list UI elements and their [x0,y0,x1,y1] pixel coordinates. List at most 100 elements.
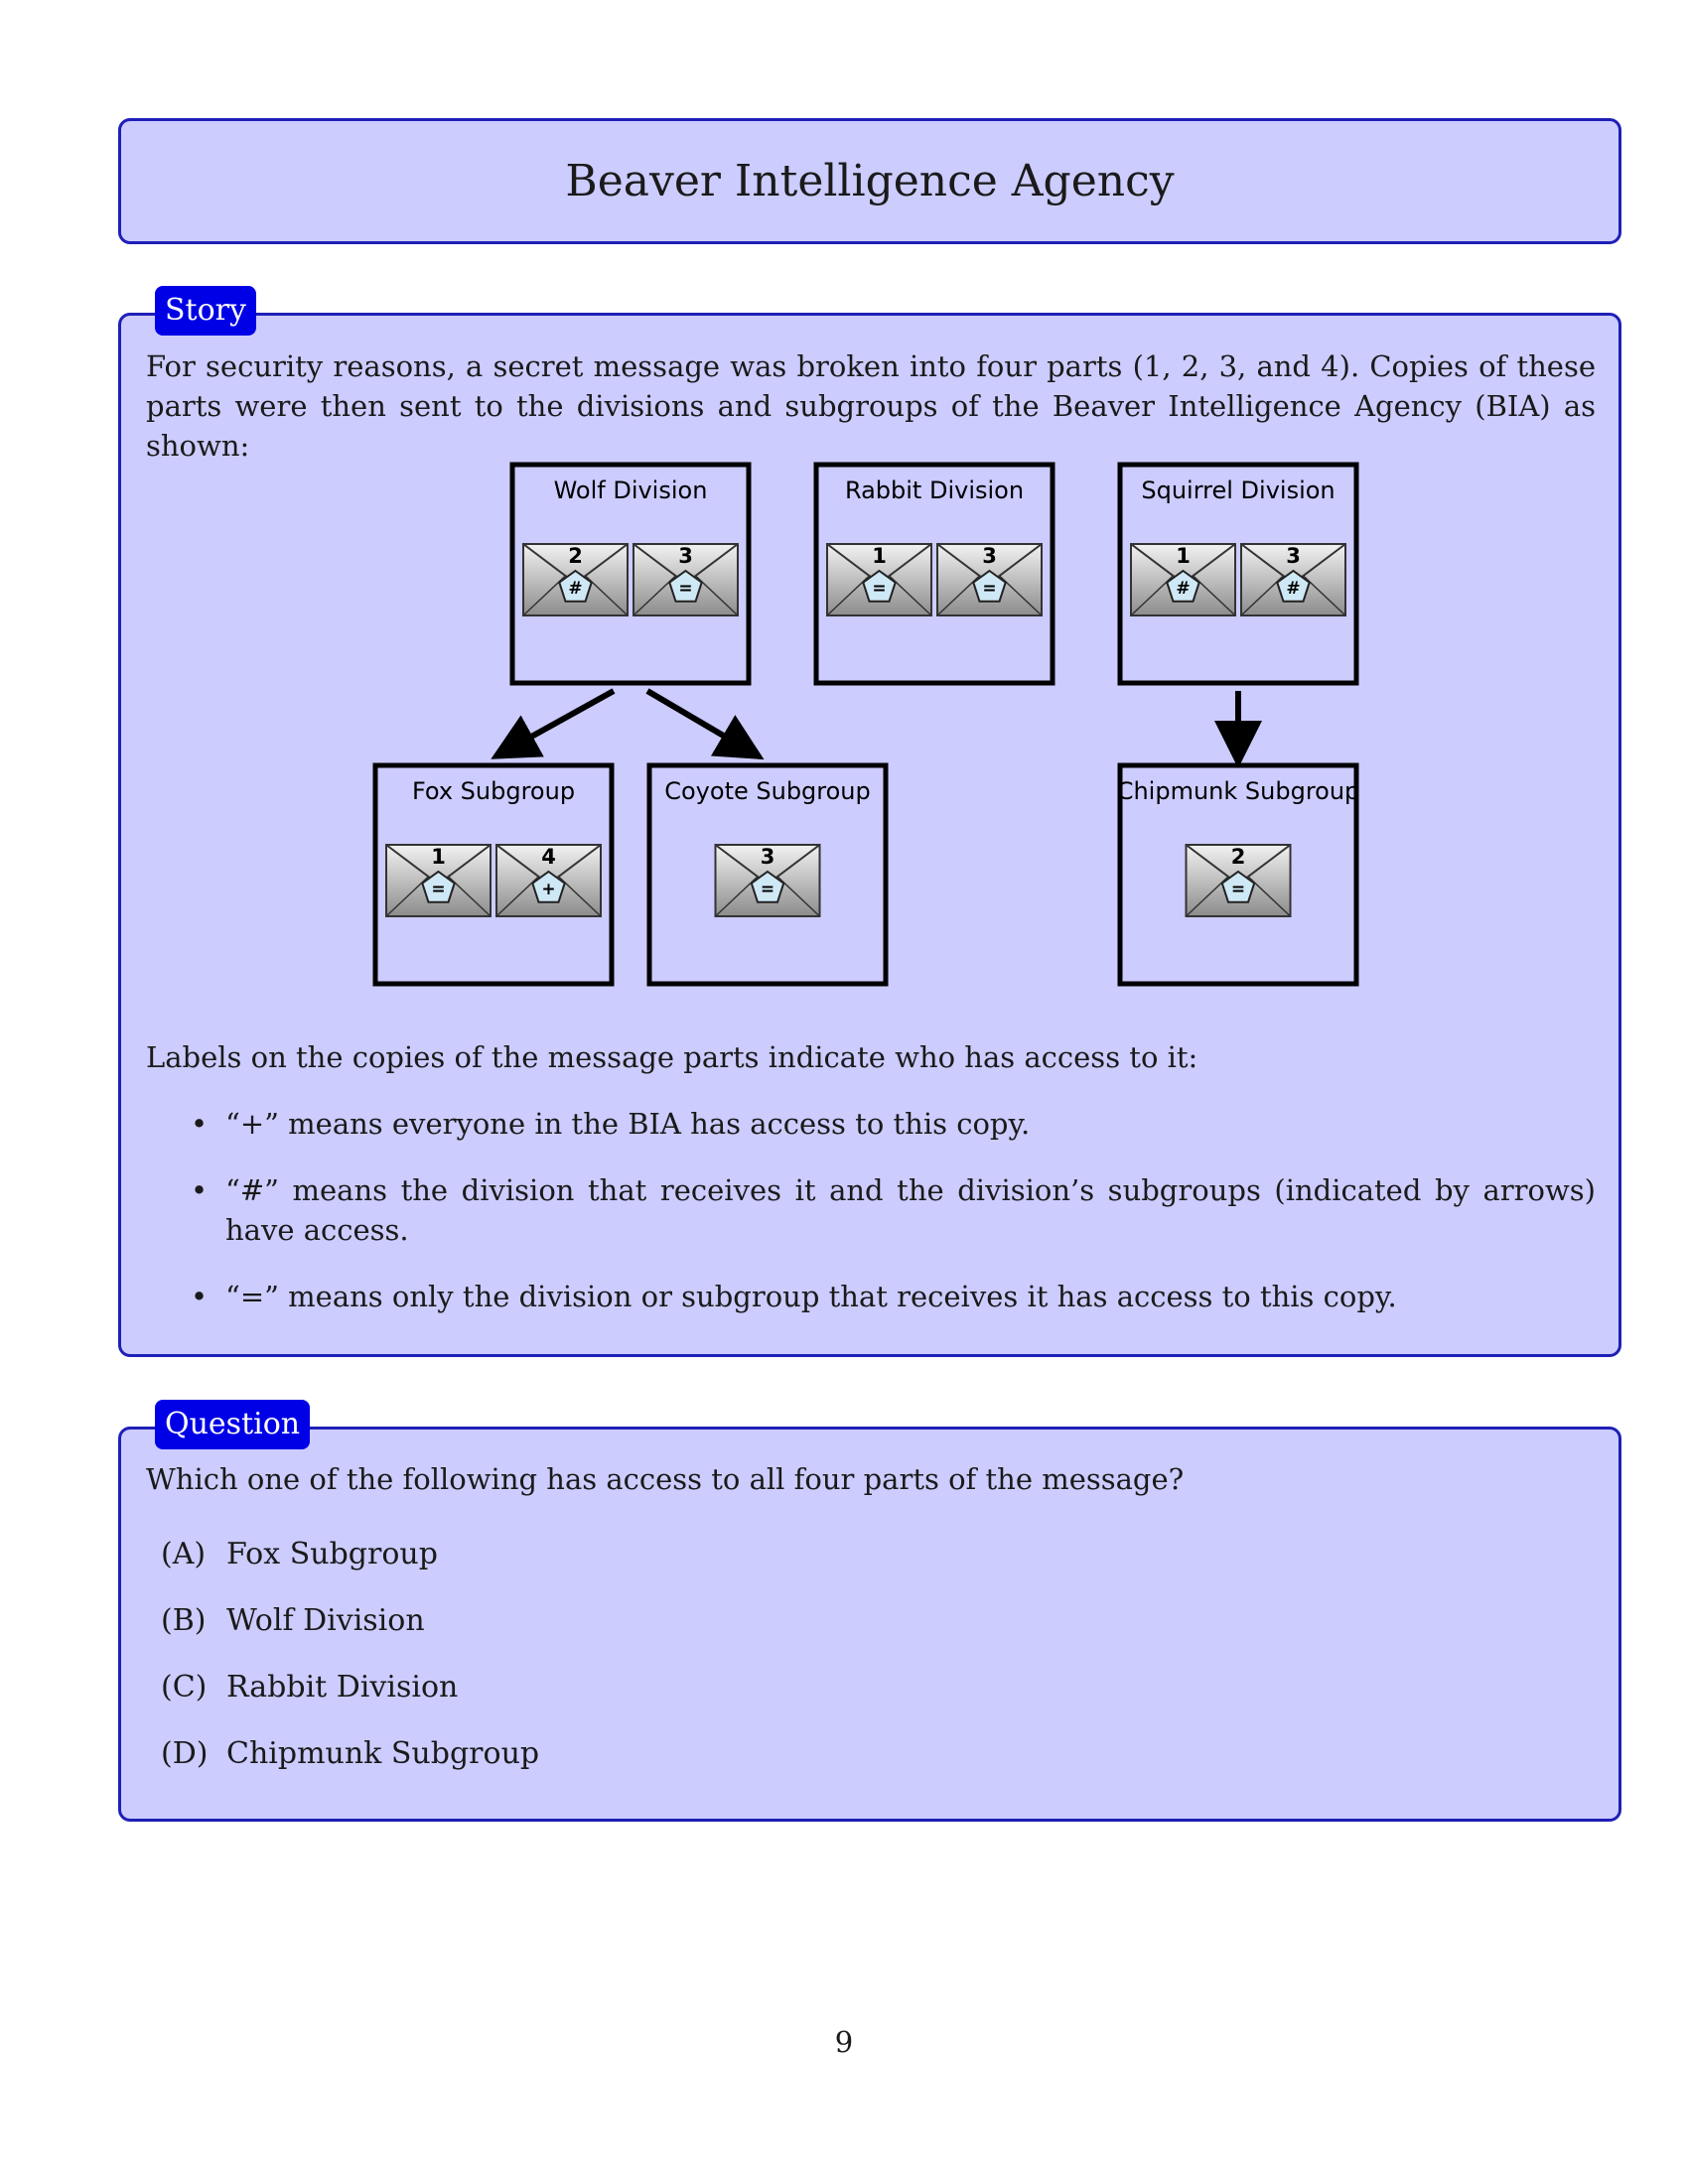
pentagon-seal-icon [558,569,593,603]
envelope-part-number: 3 [1286,544,1301,568]
unit-label: Rabbit Division [845,477,1024,504]
envelope-icon: 1= [385,844,492,917]
envelope-icon: 4+ [495,844,602,917]
envelope-fold [495,876,539,917]
option-label: (A) [161,1537,207,1571]
pentagon-seal-icon [421,870,456,903]
envelope-access-label: = [872,579,886,599]
page-number: 9 [834,2025,854,2059]
envelope-access-label: # [568,579,582,599]
envelope-fold [1185,876,1229,917]
option-a[interactable]: (A) Fox Subgroup [161,1535,438,1574]
pentagon-seal-icon [862,569,897,603]
unit-frame [813,462,1055,686]
pentagon-seal-icon [1166,569,1200,603]
envelope-access-label: = [1231,880,1245,899]
unit-label: Wolf Division [554,477,708,504]
envelope-fold [776,876,821,917]
envelope-access-label: = [431,880,445,899]
option-text: Fox Subgroup [226,1537,438,1571]
envelope-fold [385,876,429,917]
envelope-part-number: 1 [1176,544,1191,568]
question-text: Which one of the following has access to… [146,1462,1185,1496]
unit-label: Squirrel Division [1141,477,1335,504]
envelope-fold [1303,575,1346,616]
envelope-access-label: = [982,579,996,599]
labels-intro: Labels on the copies of the message part… [146,1040,1198,1074]
envelope-fold [1130,575,1174,616]
envelope-fold [585,575,629,616]
envelope-access-label: = [678,579,692,599]
option-text: Rabbit Division [226,1670,459,1705]
envelope-fold [448,876,492,917]
envelope-fold [1193,575,1236,616]
envelope-fold [936,575,980,616]
option-d[interactable]: (D) Chipmunk Subgroup [161,1734,539,1774]
option-label: (C) [161,1670,208,1705]
bullet-text: “+” means everyone in the BIA has access… [225,1107,1031,1141]
envelope-icon: 2# [522,543,629,616]
unit-frame [372,762,615,987]
arrow-wolf-division-to-coyote-subgroup [645,688,765,760]
envelope-fold [889,575,932,616]
envelope-fold [522,575,566,616]
envelope-part-number: 4 [541,845,556,869]
arrows-layer [491,688,1262,768]
unit-label: Chipmunk Subgroup [1117,777,1360,805]
unit-frame [509,462,752,686]
envelope-part-number: 3 [761,845,775,869]
envelope-icon: 3= [714,844,821,917]
envelope-icon: 1= [826,543,932,616]
unit-squirrel-division: Squirrel Division 1# 3 # [1117,462,1359,686]
pentagon-seal-icon [972,569,1007,603]
envelope-access-label: # [1286,579,1300,599]
envelope-fold [714,876,759,917]
envelope-fold [1240,575,1284,616]
envelope-part-number: 1 [431,845,446,869]
page-title: Beaver Intelligence Agency [565,156,1175,206]
envelope-icon: 1# [1130,543,1236,616]
option-label: (B) [161,1603,207,1638]
envelope-fold [633,575,676,616]
unit-label: Fox Subgroup [412,777,575,805]
title-box: Beaver Intelligence Agency [118,118,1621,244]
arrow-wolf-division-to-fox-subgroup [491,688,616,759]
envelope-part-number: 2 [568,544,583,568]
bullet-text: “#” means the division that receives it … [225,1173,1596,1247]
bullet-dot-icon: • [191,1280,209,1313]
option-b[interactable]: (B) Wolf Division [161,1601,425,1641]
bullet-dot-icon: • [191,1173,209,1207]
envelope-fold [999,575,1043,616]
envelope-part-number: 3 [678,544,693,568]
envelope-part-number: 1 [872,544,887,568]
option-text: Wolf Division [226,1603,425,1638]
option-c[interactable]: (C) Rabbit Division [161,1668,458,1707]
bullet-text: “=” means only the division or subgroup … [225,1280,1397,1313]
pentagon-seal-icon [1220,870,1256,903]
unit-label: Coyote Subgroup [664,777,871,805]
envelope-part-number: 3 [982,544,997,568]
unit-frame [646,762,889,987]
story-tag: Story [155,286,256,336]
envelope-access-label: = [761,880,774,899]
story-box [118,313,1621,1357]
option-text: Chipmunk Subgroup [226,1736,540,1771]
envelope-fold [826,575,870,616]
pentagon-seal-icon [668,569,703,603]
envelope-part-number: 2 [1231,845,1246,869]
pentagon-seal-icon [1276,569,1311,603]
option-label: (D) [161,1736,209,1771]
pentagon-seal-icon [750,870,785,903]
envelope-icon: 2= [1185,844,1292,917]
pentagon-seal-icon [531,870,566,903]
envelope-icon: 3= [936,543,1043,616]
envelope-icon: 3= [633,543,739,616]
envelope-fold [1247,876,1292,917]
